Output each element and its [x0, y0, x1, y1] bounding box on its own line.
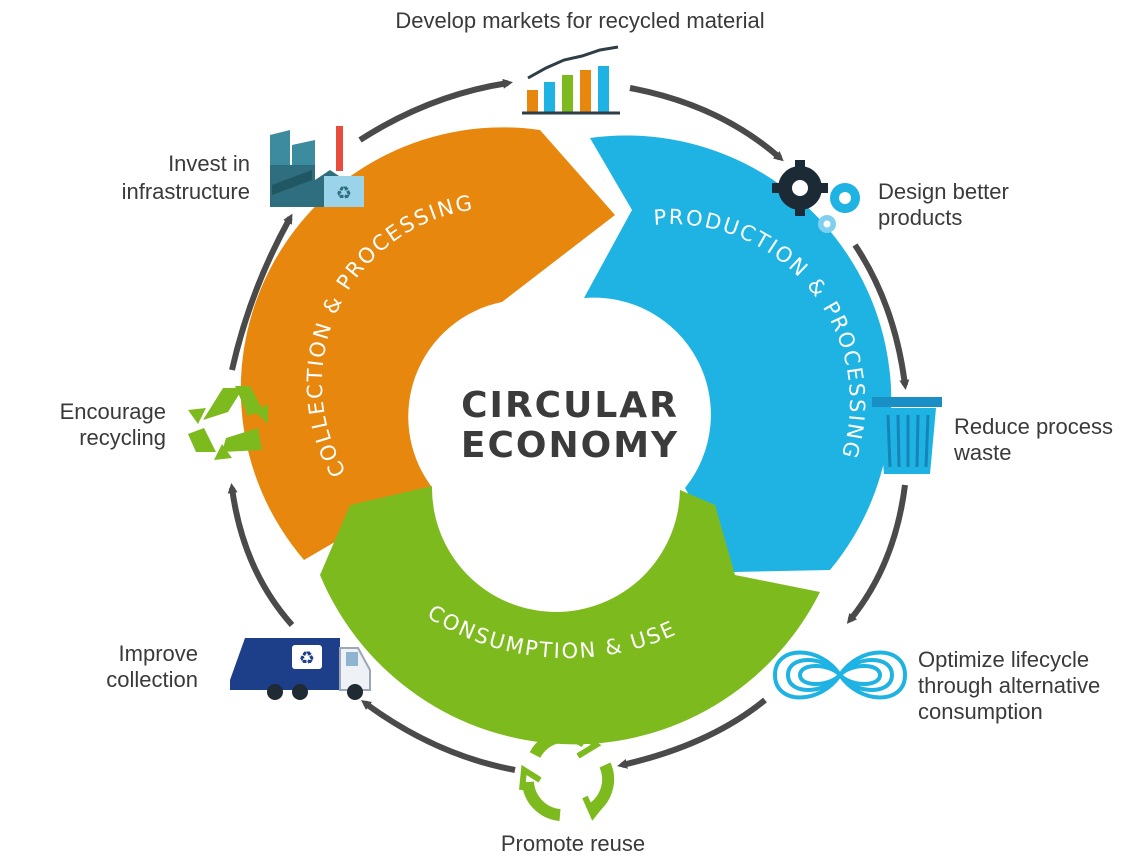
- step-label-recycling: Encourage: [60, 399, 166, 424]
- gears-icon: [772, 160, 860, 233]
- garbage-truck-icon: ♻: [230, 638, 371, 700]
- arrow-reuse-to-collection: [360, 700, 516, 773]
- arrow-infrastructure-to-markets: [358, 78, 513, 143]
- trash-bin-icon: [872, 397, 942, 474]
- svg-text:♻: ♻: [299, 648, 315, 669]
- step-label-optimize-2: through alternative: [918, 673, 1100, 698]
- step-label-optimize-3: consumption: [918, 699, 1043, 724]
- segment-production-processing: [584, 135, 892, 572]
- step-label-collection: Improve: [119, 641, 198, 666]
- step-label-infrastructure: Invest in: [168, 151, 250, 176]
- step-label-collection-2: collection: [106, 667, 198, 692]
- arrow-collection-to-recycling: [227, 483, 295, 627]
- step-label-design-2: products: [878, 205, 962, 230]
- center-title-line2: ECONOMY: [461, 425, 679, 466]
- step-label-reduce: Reduce process: [954, 414, 1113, 439]
- bar-chart-icon: [522, 45, 620, 115]
- step-label-infrastructure-2: infrastructure: [122, 179, 250, 204]
- factory-icon: ♻: [270, 126, 364, 207]
- step-label-recycling-2: recycling: [79, 425, 166, 450]
- step-label-reuse: Promote reuse: [501, 831, 645, 856]
- cycle-arrows: [227, 78, 910, 773]
- arrow-recycling-to-infrastructure: [229, 213, 293, 371]
- arrow-optimize-to-reuse: [617, 697, 767, 769]
- reuse-cycle-icon: [519, 730, 615, 821]
- arrow-reduce-to-optimize: [846, 484, 908, 624]
- arrow-markets-to-design: [629, 85, 784, 162]
- infinity-icon: [772, 650, 908, 700]
- step-label-optimize: Optimize lifecycle: [918, 647, 1089, 672]
- step-label-reduce-2: waste: [953, 440, 1011, 465]
- step-label-markets: Develop markets for recycled material: [395, 8, 764, 33]
- svg-text:♻: ♻: [336, 183, 352, 204]
- step-label-design: Design better: [878, 179, 1009, 204]
- segment-consumption-use: [320, 486, 820, 745]
- segment-collection-processing: [240, 127, 615, 560]
- center-title-line1: CIRCULAR: [461, 385, 679, 426]
- recycle-icon: [188, 386, 268, 460]
- arrow-design-to-reduce: [852, 243, 910, 390]
